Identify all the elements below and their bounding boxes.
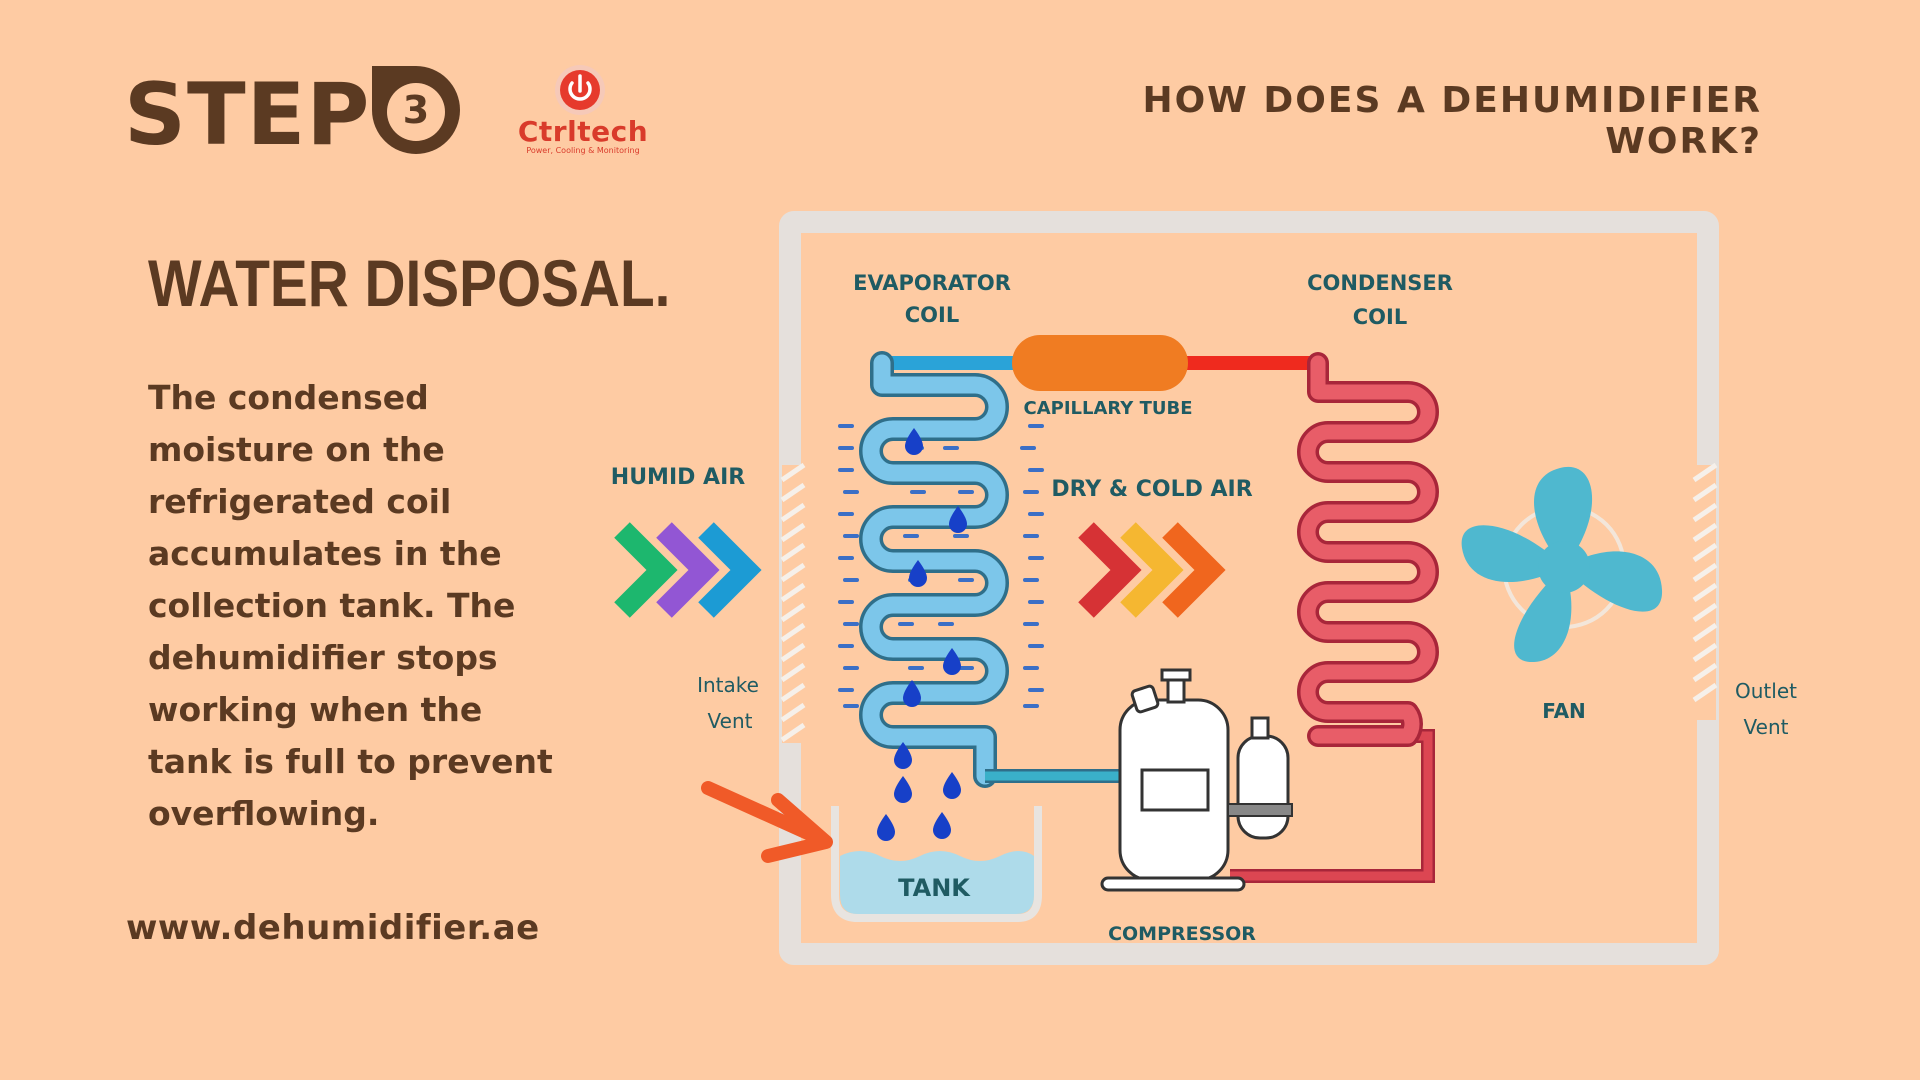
page-title: HOW DOES A DEHUMIDIFIER WORK?: [1142, 80, 1762, 162]
water-drop-icon: [877, 428, 967, 841]
condenser-label-2: COIL: [1353, 305, 1407, 329]
fan-icon: [1461, 466, 1663, 663]
humid-air-label: HUMID AIR: [611, 465, 745, 490]
section-description: The condensed moisture on the refrigerat…: [148, 378, 553, 833]
compressor-label: COMPRESSOR: [1108, 923, 1256, 945]
brand-tagline: Power, Cooling & Monitoring: [526, 146, 640, 155]
website-link[interactable]: www.dehumidifier.ae: [126, 908, 540, 948]
intake-vent: [780, 462, 806, 743]
step-circle-icon: [372, 66, 460, 154]
chevron-arrow-icon: [1078, 522, 1226, 618]
chevron-arrow-icon: [614, 522, 762, 618]
power-logo-icon: [555, 65, 605, 115]
evaporator-label-2: COIL: [905, 303, 959, 327]
capillary-tube-label: CAPILLARY TUBE: [1024, 398, 1193, 419]
outlet-label-2: Vent: [1744, 715, 1789, 739]
section-title: WATER DISPOSAL.: [148, 246, 671, 320]
outlet-label-1: Outlet: [1735, 679, 1797, 703]
compressor-icon: [1100, 668, 1293, 892]
capillary-tube: [1012, 335, 1188, 391]
water-tank: [831, 806, 1042, 922]
step-number: 3: [402, 88, 430, 132]
tank-arrow-icon: [701, 781, 833, 863]
tank-label: TANK: [898, 874, 971, 902]
condenser-label-1: CONDENSER: [1307, 271, 1453, 295]
outlet-vent: [1692, 462, 1718, 720]
dry-cold-air-label: DRY & COLD AIR: [1051, 477, 1252, 502]
intake-label-2: Vent: [708, 709, 753, 733]
brand-name: Ctrltech: [517, 115, 649, 148]
step-word: STEP: [124, 65, 371, 165]
fan-label: FAN: [1542, 699, 1586, 723]
intake-label-1: Intake: [697, 673, 759, 697]
evaporator-label-1: EVAPORATOR: [853, 271, 1011, 295]
